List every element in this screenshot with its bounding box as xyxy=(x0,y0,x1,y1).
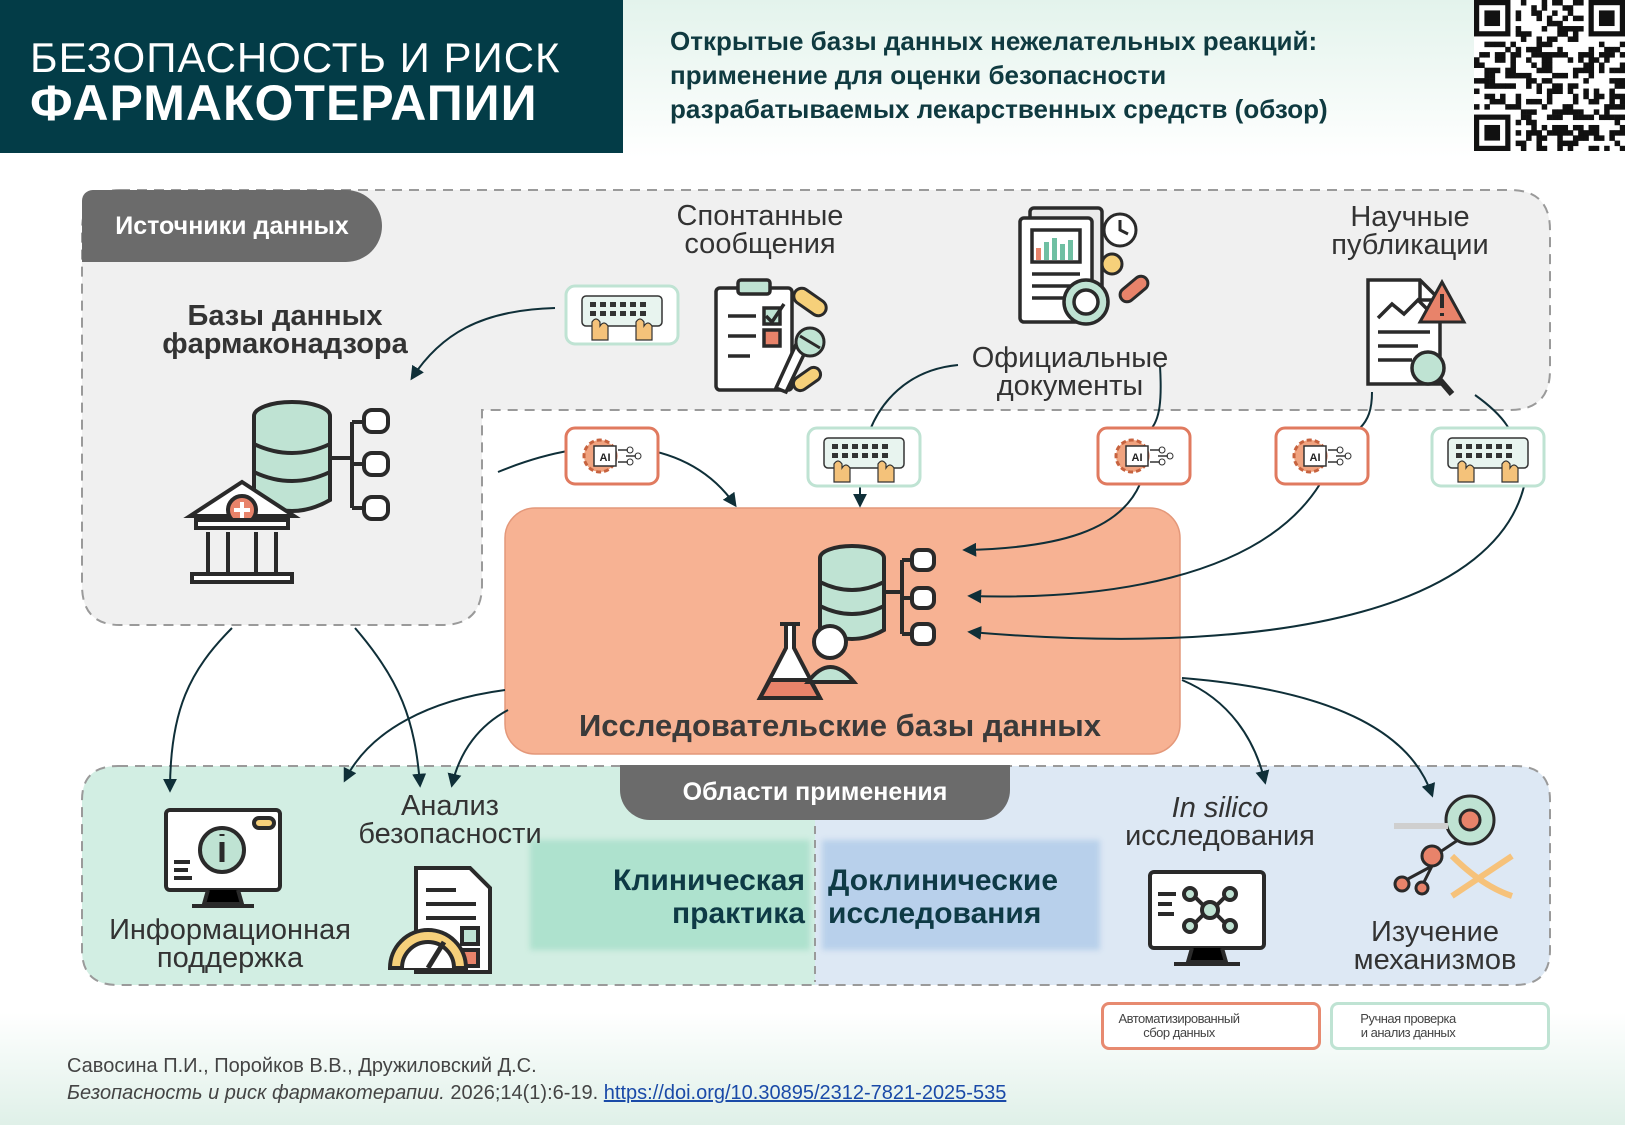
keyboard-hands-icon xyxy=(806,426,922,488)
keyboard-hands-icon xyxy=(564,284,680,346)
arrow-research-to-insilico xyxy=(1181,679,1270,785)
clinical-practice-label: Клиническая практика xyxy=(613,864,805,930)
gauge-icon xyxy=(387,866,492,974)
article-title-line: разрабатываемых лекарственных средств (о… xyxy=(670,94,1328,124)
pharmacovigilance-db-label: Базы данных фармаконадзора xyxy=(162,300,408,360)
database-icon xyxy=(252,400,390,521)
pills-icon xyxy=(791,286,828,393)
citation-authors: Савосина П.И., Поройков В.В., Дружиловск… xyxy=(67,1055,537,1077)
ai-gear-icon: AI xyxy=(1274,426,1370,486)
mechanisms-label: Изучение механизмов xyxy=(1353,916,1517,976)
citation-line: Безопасность и риск фармакотерапии. 2026… xyxy=(67,1082,1006,1105)
in-silico-label: In silico исследования xyxy=(1125,792,1315,852)
research-database-title: Исследовательские базы данных xyxy=(579,708,1101,743)
citation-volume: 2026;14(1):6-19. xyxy=(450,1082,599,1104)
arrow-pv-to-safety xyxy=(354,627,427,788)
clinical-practice-highlight xyxy=(530,840,810,950)
safety-analysis-label: Анализ безопасности xyxy=(358,790,542,850)
information-support-label: Информационная поддержка xyxy=(109,914,351,974)
arrow-pub-ai-to-research xyxy=(970,391,1373,596)
monitor-info-icon xyxy=(164,808,282,908)
keyboard-hands-icon xyxy=(1430,426,1546,488)
search-document-icon xyxy=(1366,278,1455,396)
article-title-line: применение для оценки безопасности xyxy=(670,60,1167,90)
ai-gear-icon: AI xyxy=(564,426,660,486)
official-documents-label: Официальные документы xyxy=(971,342,1169,402)
article-title: Открытые базы данных нежелательных реакц… xyxy=(670,24,1400,126)
hospital-icon xyxy=(183,479,301,584)
dna-icon xyxy=(1393,794,1514,899)
chart-document-icon xyxy=(1018,206,1110,326)
arrow-research-to-safety xyxy=(447,709,509,788)
lab-flask-icon xyxy=(756,622,859,700)
svg-text:AI: AI xyxy=(600,452,611,464)
spontaneous-reports-label: Спонтанные сообщения xyxy=(676,200,844,260)
article-title-line: Открытые базы данных нежелательных реакц… xyxy=(670,26,1318,56)
scientific-publications-label: Научные публикации xyxy=(1331,201,1489,261)
journal-name-line1: БЕЗОПАСНОСТЬ И РИСК xyxy=(30,34,561,81)
doi-link[interactable]: https://doi.org/10.30895/2312-7821-2025-… xyxy=(603,1082,1007,1104)
qr-code xyxy=(1474,0,1625,151)
legend-automated: Автоматизированный сбор данных xyxy=(1101,1002,1321,1050)
arrow-official-to-research xyxy=(869,364,959,431)
preclinical-research-highlight xyxy=(822,840,1100,950)
preclinical-research-label: Доклинические исследования xyxy=(828,864,1059,930)
svg-text:AI: AI xyxy=(1310,452,1321,464)
arrow-pv-to-info xyxy=(163,627,233,793)
arrow-research-to-info xyxy=(343,689,506,783)
journal-banner xyxy=(0,0,623,153)
sources-zone xyxy=(81,189,1551,626)
database-icon xyxy=(818,544,936,646)
applications-tag: Области применения xyxy=(620,765,1010,820)
sources-tag: Источники данных xyxy=(82,190,382,262)
journal-name-line2: ФАРМАКОТЕРАПИИ xyxy=(30,75,538,131)
citation-journal: Безопасность и риск фармакотерапии. xyxy=(67,1082,445,1104)
monitor-molecule-icon xyxy=(1148,870,1266,966)
arrow-research-to-mechanisms xyxy=(1181,677,1436,798)
svg-text:AI: AI xyxy=(1132,452,1143,464)
warning-icon xyxy=(1417,278,1467,324)
legend-manual: Ручная проверка и анализ данных xyxy=(1330,1002,1550,1050)
arrow-spontaneous-to-pv xyxy=(410,307,556,381)
clock-icon xyxy=(1100,212,1150,304)
ai-gear-icon: AI xyxy=(1096,426,1192,486)
